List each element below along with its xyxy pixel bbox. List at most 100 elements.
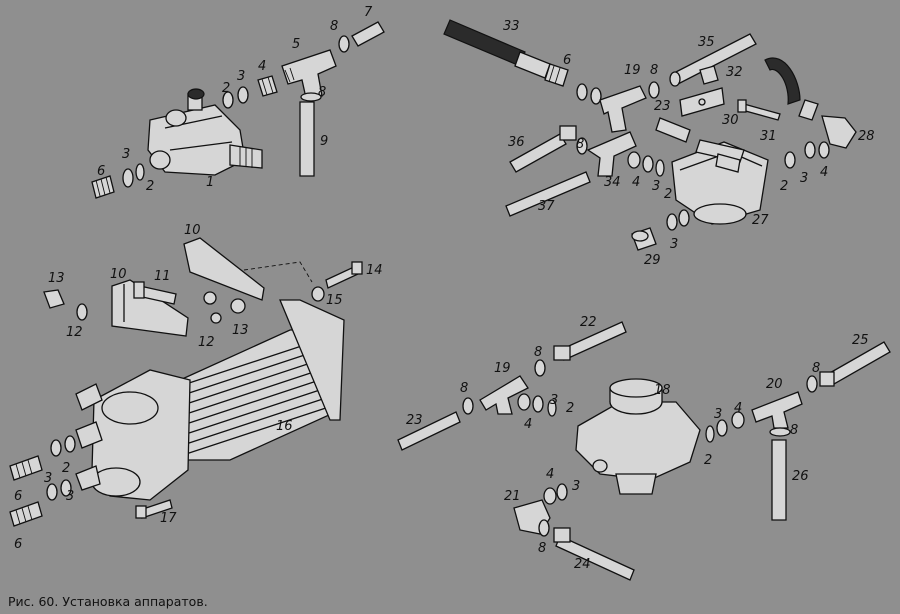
callout: 8: [538, 541, 546, 556]
callout: 3: [652, 179, 660, 194]
tube-part-9: [299, 101, 315, 177]
tee-part-19: [599, 85, 647, 133]
washer-part-8: [648, 81, 660, 99]
tube-part-37: [505, 171, 591, 217]
callouts-group-3: 10 11 10 13 12 13 12 14 15 16 2 3 6 3 6 …: [14, 223, 383, 552]
callout: 3: [66, 489, 74, 504]
callout: 19: [624, 63, 641, 78]
callout: 2: [664, 187, 672, 202]
callouts-group-4: 22 8 19 8 23 3 4 2 18 3 4 2 20 8 25 8 26…: [406, 315, 869, 572]
callout: 10: [110, 267, 127, 282]
callout: 5: [292, 37, 300, 52]
washer-part-15: [311, 286, 325, 302]
nut-part-13a: [203, 291, 217, 305]
tube-part-35: [669, 33, 757, 87]
callout: 4: [820, 165, 828, 180]
callout: 6: [14, 537, 22, 552]
valve-body-part-1: [147, 88, 263, 176]
callout: 33: [503, 19, 520, 34]
bracket-part-10: [183, 237, 265, 301]
hose-part-28: [764, 57, 857, 149]
callout: 6: [14, 489, 22, 504]
group-valve-bottom-right: [397, 321, 891, 581]
callout: 23: [406, 413, 423, 428]
bracket-part-10: [111, 279, 189, 337]
washer-part-3: [237, 86, 249, 104]
callout: 13: [232, 323, 249, 338]
callout: 8: [318, 85, 326, 100]
washer-part-3: [666, 213, 678, 231]
washer-part-8: [538, 519, 550, 537]
callout: 12: [66, 325, 83, 340]
washer-part: [576, 83, 588, 101]
callout: 2: [704, 453, 712, 468]
bolt-part-11: [133, 281, 177, 305]
callout: 8: [812, 361, 820, 376]
nut-part-4: [517, 393, 531, 411]
callouts-group-2: 33 6 19 8 35 32 23 30 31 36 8 34 4 3 2 3…: [503, 19, 875, 268]
callout: 36: [508, 135, 525, 150]
washer-part-3: [50, 439, 62, 457]
nut-part-6: [544, 63, 569, 87]
pipe-part-23: [655, 117, 691, 143]
callout: 3: [572, 479, 580, 494]
washer-part-3: [642, 155, 654, 173]
group-valve-top-left: [91, 21, 385, 199]
nut-part-4: [731, 411, 745, 429]
callout: 6: [563, 53, 571, 68]
hose-part-33: [443, 19, 551, 79]
callout: 27: [752, 213, 769, 228]
callout: 30: [722, 113, 739, 128]
callout: 8: [534, 345, 542, 360]
washer-part: [678, 209, 690, 227]
washer-part-8: [769, 427, 791, 437]
callout: 20: [766, 377, 783, 392]
washer-part-12: [76, 303, 88, 321]
bolt-part-31: [737, 99, 781, 121]
callout: 29: [644, 253, 661, 268]
tube-part-25: [819, 341, 891, 387]
tube-part-7: [351, 21, 385, 47]
washer-part-8: [806, 375, 818, 393]
tube-part-22: [553, 321, 627, 361]
callout: 24: [574, 557, 591, 572]
group-cooler-bottom-left: [9, 237, 363, 527]
washer-part-2: [222, 91, 234, 109]
callout: 2: [146, 179, 154, 194]
callout: 12: [198, 335, 215, 350]
bolt-part-17: [135, 499, 173, 519]
nut-part-4: [257, 75, 278, 97]
callout: 1: [206, 175, 214, 190]
valve-part-18: [575, 378, 701, 495]
tee-part-5: [281, 49, 337, 99]
washer-part-2: [547, 399, 557, 417]
nut-part-13: [43, 289, 65, 309]
group-top-right: [443, 19, 857, 251]
callout: 31: [760, 129, 777, 144]
nut-part-13b: [230, 298, 246, 314]
callout: 2: [62, 461, 70, 476]
callout: 4: [546, 467, 554, 482]
plug-part-29: [631, 227, 657, 251]
washer-part-2: [655, 159, 665, 177]
washer-part-2: [705, 425, 715, 443]
bracket-part-30: [679, 87, 725, 117]
callout: 4: [524, 417, 532, 432]
washer-part-2: [64, 435, 76, 453]
callout: 2: [566, 401, 574, 416]
tube-part-36: [509, 125, 577, 173]
tube-part-24: [553, 527, 635, 581]
tee-part-20: [751, 391, 803, 429]
fitting-part-6: [9, 455, 43, 481]
callout: 4: [734, 401, 742, 416]
callout: 13: [48, 271, 65, 286]
callout: 9: [320, 134, 328, 149]
callout: 4: [632, 175, 640, 190]
tee-part-19: [479, 375, 529, 415]
washer-part: [60, 479, 72, 497]
callout: 8: [650, 63, 658, 78]
washer-part-8: [338, 35, 350, 53]
callout: 8: [460, 381, 468, 396]
callout: 7: [364, 5, 373, 20]
callout: 35: [698, 35, 715, 50]
